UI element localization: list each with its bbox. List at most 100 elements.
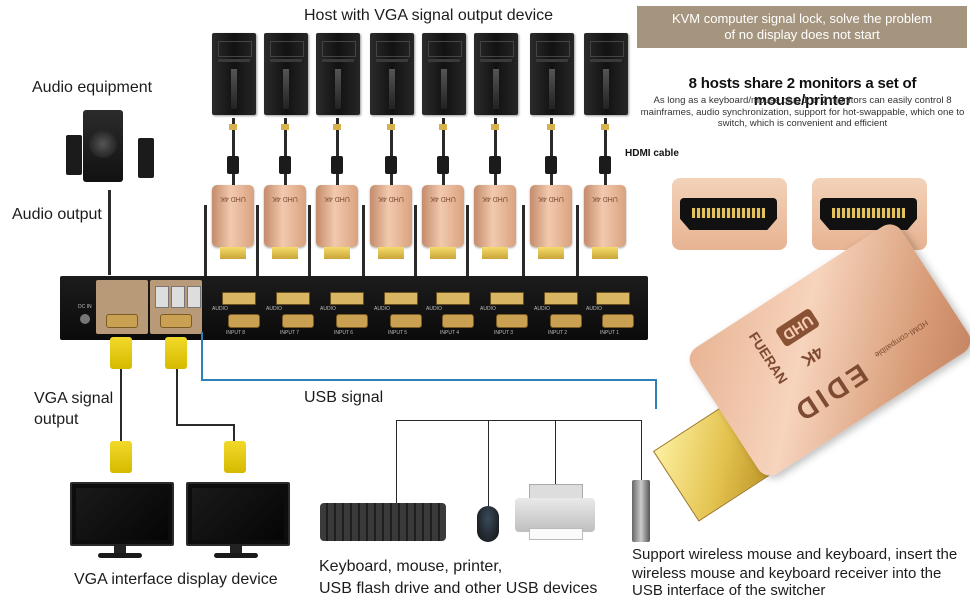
- monitor-2-stand: [230, 544, 242, 554]
- audio-equipment-label: Audio equipment: [32, 79, 153, 96]
- vga-plug-out-1: [110, 337, 132, 369]
- headline: 8 hosts share 2 monitors a set of mouse/…: [688, 75, 917, 109]
- input-label-1: INPUT 8: [226, 330, 246, 336]
- edid-adapter-5: UHD 4K: [422, 185, 464, 259]
- usb-signal-line-drop: [655, 379, 657, 409]
- host-pc-8: [584, 33, 628, 115]
- switch-hdmi-port-8: [596, 292, 630, 305]
- hdmi-plug-6: [489, 156, 501, 174]
- wireless-label-3: USB interface of the switcher: [632, 582, 826, 599]
- audio-port-label-6: AUDIO: [480, 306, 496, 312]
- wireless-label-1: Support wireless mouse and keyboard, ins…: [632, 546, 958, 563]
- monitor-2: [186, 482, 290, 546]
- input-label-4: INPUT 5: [388, 330, 408, 336]
- banner-line-1: KVM computer signal lock, solve the prob…: [671, 11, 933, 26]
- audio-cable-6: [466, 205, 469, 277]
- audio-output-label: Audio output: [12, 206, 102, 223]
- audio-port-label-5: AUDIO: [426, 306, 442, 312]
- vga-cable-2b: [176, 424, 234, 426]
- audio-cable-1: [204, 205, 207, 277]
- audio-cable-2: [256, 205, 259, 277]
- input-label-5: INPUT 4: [440, 330, 460, 336]
- gold-tip-5: [439, 124, 447, 130]
- adapter-edid: EDID: [786, 357, 874, 430]
- description: As long as a keyboard/mouse plus 1 or 2 …: [640, 95, 965, 129]
- adapter-compat: HDMI-compatible: [872, 318, 930, 360]
- input-label-2: INPUT 7: [280, 330, 300, 336]
- audio-cable-7: [522, 205, 525, 277]
- audio-port-label-7: AUDIO: [534, 306, 550, 312]
- monitor-1-base: [98, 553, 142, 558]
- audio-cable: [108, 190, 111, 275]
- switch-vga-port-8: [602, 314, 634, 328]
- hdmi-plug-1: [227, 156, 239, 174]
- edid-adapter-6: UHD 4K: [474, 185, 516, 259]
- vga-out-port-2: [160, 314, 192, 328]
- audio-port-label-8: AUDIO: [586, 306, 602, 312]
- host-pc-7: [530, 33, 574, 115]
- subwoofer-icon: [83, 110, 123, 182]
- hdmi-cable-4: [390, 118, 393, 186]
- host-pc-2: [264, 33, 308, 115]
- audio-cable-5: [414, 205, 417, 277]
- vga-display-label: VGA interface display device: [74, 571, 278, 588]
- audio-cable-8: [576, 205, 579, 277]
- switch-vga-port-3: [336, 314, 368, 328]
- wireless-label-2: wireless mouse and keyboard receiver int…: [632, 565, 942, 582]
- vga-cable-1: [120, 369, 122, 441]
- audio-port-label-3: AUDIO: [320, 306, 336, 312]
- banner: KVM computer signal lock, solve the prob…: [637, 6, 967, 48]
- usb-line-keyboard: [396, 420, 397, 504]
- vga-plug-out-2: [165, 337, 187, 369]
- host-pc-5: [422, 33, 466, 115]
- switch-hdmi-port-6: [490, 292, 524, 305]
- speaker-left-icon: [66, 135, 82, 175]
- hdmi-cable-1: [232, 118, 235, 186]
- host-pc-3: [316, 33, 360, 115]
- audio-port-label-1: AUDIO: [212, 306, 228, 312]
- input-label-3: INPUT 6: [334, 330, 354, 336]
- input-label-7: INPUT 2: [548, 330, 568, 336]
- host-title: Host with VGA signal output device: [304, 7, 554, 24]
- edid-adapter-7: UHD 4K: [530, 185, 572, 259]
- hdmi-cable-7: [550, 118, 553, 186]
- dc-in-port: [80, 314, 90, 324]
- hdmi-cable-8: [604, 118, 607, 186]
- switch-hdmi-port-1: [222, 292, 256, 305]
- switch-vga-port-6: [496, 314, 528, 328]
- vga-signal-label-2: output: [34, 411, 79, 428]
- switch-hdmi-port-2: [276, 292, 310, 305]
- usb-devices-label-2: USB flash drive and other USB devices: [319, 580, 598, 597]
- banner-line-2: of no display does not start: [724, 27, 880, 42]
- gold-tip-4: [387, 124, 395, 130]
- audio-cable-3: [308, 205, 311, 277]
- switch-vga-port-1: [228, 314, 260, 328]
- vga-signal-label-1: VGA signal: [34, 390, 114, 407]
- switch-vga-port-7: [550, 314, 582, 328]
- switch-vga-port-2: [282, 314, 314, 328]
- usb-devices-label-1: Keyboard, mouse, printer,: [319, 558, 503, 575]
- monitor-1: [70, 482, 174, 546]
- hdmi-plug-8: [599, 156, 611, 174]
- usb-port-3: [187, 286, 201, 308]
- adapter-4k: 4K: [798, 342, 827, 370]
- usb-line-drive: [641, 420, 642, 480]
- host-pc-4: [370, 33, 414, 115]
- hdmi-plug-7: [545, 156, 557, 174]
- edid-adapter-1: UHD 4K: [212, 185, 254, 259]
- vga-cable-2a: [176, 369, 178, 425]
- input-label-8: INPUT 1: [600, 330, 620, 336]
- hdmi-cable-5: [442, 118, 445, 186]
- usb-port-2: [171, 286, 185, 308]
- switch-hdmi-port-4: [384, 292, 418, 305]
- hdmi-cable-label: HDMI cable: [625, 148, 679, 159]
- switch-vga-port-4: [390, 314, 422, 328]
- monitor-2-base: [214, 553, 258, 558]
- switch-vga-port-5: [442, 314, 474, 328]
- printer-icon: [515, 484, 595, 540]
- speaker-right-icon: [138, 138, 154, 178]
- vga-cable-2c: [233, 424, 235, 442]
- hdmi-port-closeup-left: [672, 178, 787, 250]
- host-pc-6: [474, 33, 518, 115]
- hdmi-cable-2: [284, 118, 287, 186]
